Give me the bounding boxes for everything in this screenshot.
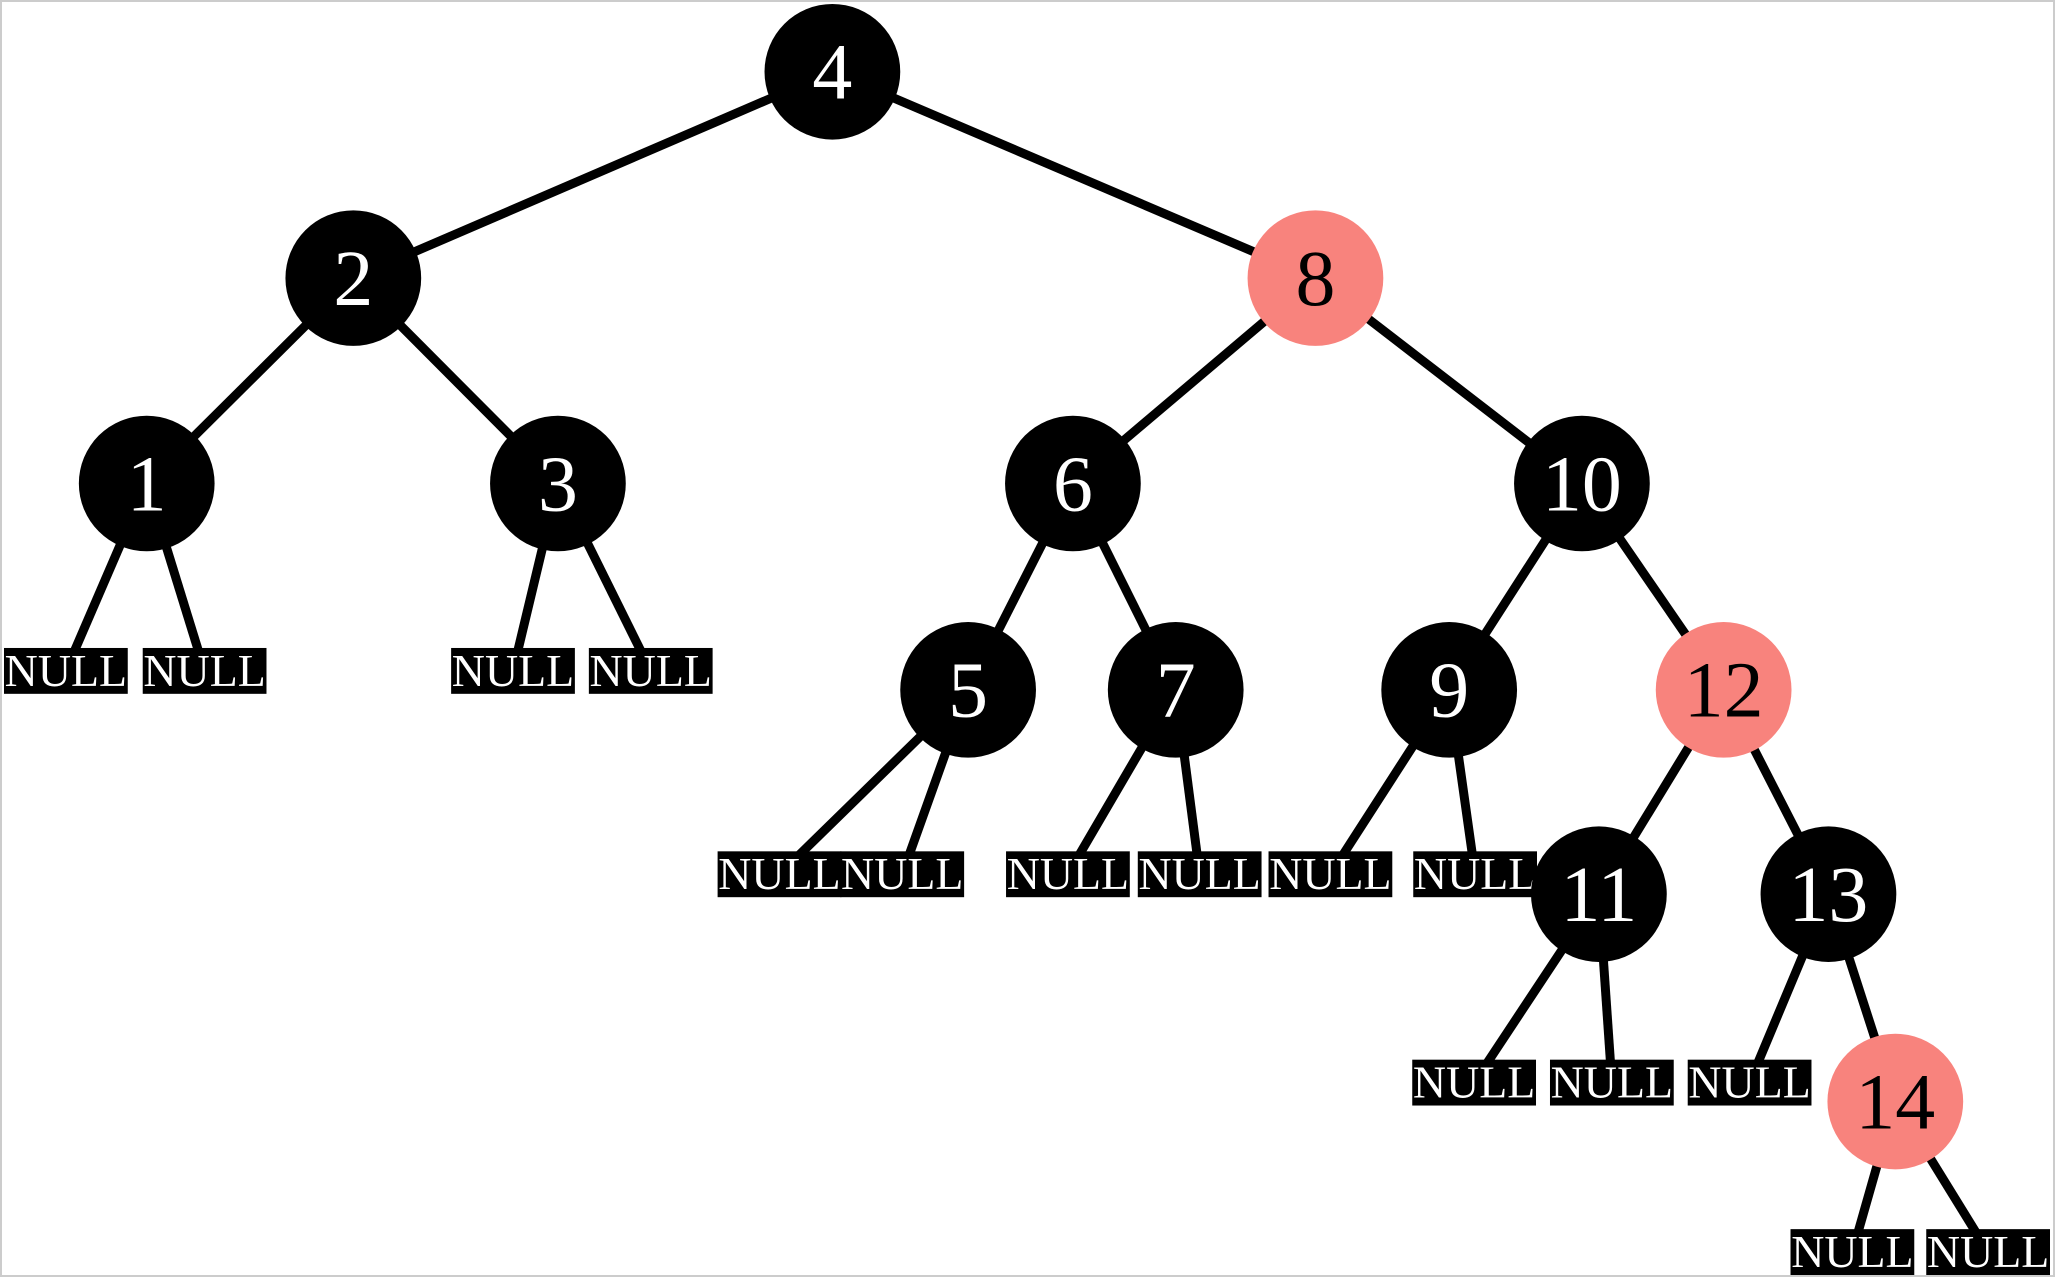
tree-node-14 <box>1827 1033 1964 1170</box>
null-label-n9L: NULL <box>1269 848 1391 899</box>
tree-node-4 <box>764 3 901 140</box>
tree-edge-4-8 <box>830 67 1318 283</box>
tree-edge-4-2 <box>351 67 835 283</box>
null-label-n5R: NULL <box>841 848 963 899</box>
null-box-n3L <box>451 647 575 694</box>
null-box-n3R <box>588 647 713 694</box>
null-box-n11R <box>1549 1059 1674 1106</box>
null-label-n3R: NULL <box>590 645 712 696</box>
null-label-n11R: NULL <box>1551 1057 1673 1108</box>
tree-node-5 <box>900 622 1036 758</box>
node-label-3: 3 <box>538 440 578 528</box>
tree-node-3 <box>490 415 626 552</box>
tree-node-13 <box>1760 826 1897 962</box>
tree-node-6 <box>1005 415 1141 552</box>
null-box-n9R <box>1413 851 1538 898</box>
null-box-n1L <box>3 647 128 694</box>
node-label-8: 8 <box>1295 235 1335 323</box>
null-box-n11L <box>1412 1059 1537 1106</box>
null-box-n7L <box>1006 851 1130 898</box>
null-box-n13L <box>1687 1059 1812 1106</box>
tree-node-10 <box>1514 415 1650 552</box>
node-label-9: 9 <box>1429 647 1469 735</box>
tree-node-12 <box>1655 622 1792 758</box>
null-box-n9L <box>1268 851 1393 898</box>
null-box-n14L <box>1790 1229 1915 1275</box>
null-label-n14R: NULL <box>1927 1226 2049 1275</box>
tree-node-7 <box>1107 622 1244 758</box>
null-label-n11L: NULL <box>1413 1057 1535 1108</box>
node-label-1: 1 <box>127 440 167 528</box>
tree-node-8 <box>1247 210 1384 346</box>
null-box-n5L <box>717 851 842 898</box>
null-box-n1R <box>142 647 267 694</box>
null-box-n14R <box>1926 1229 2051 1275</box>
tree-node-1 <box>78 415 215 552</box>
null-label-n13L: NULL <box>1688 1057 1810 1108</box>
null-label-n7L: NULL <box>1007 848 1129 899</box>
node-label-6: 6 <box>1053 440 1093 528</box>
null-label-n7R: NULL <box>1138 848 1260 899</box>
node-label-11: 11 <box>1560 851 1637 939</box>
tree-node-2 <box>285 210 422 346</box>
node-label-13: 13 <box>1789 851 1869 939</box>
null-label-n1R: NULL <box>143 645 265 696</box>
node-label-10: 10 <box>1542 440 1622 528</box>
null-box-n7R <box>1137 851 1262 898</box>
tree-node-11 <box>1531 826 1667 962</box>
node-label-2: 2 <box>333 235 373 323</box>
node-label-12: 12 <box>1684 647 1764 735</box>
tree-node-9 <box>1381 622 1518 758</box>
null-label-n9R: NULL <box>1414 848 1536 899</box>
node-label-14: 14 <box>1855 1059 1935 1147</box>
node-label-7: 7 <box>1156 647 1196 735</box>
null-label-n5L: NULL <box>718 848 840 899</box>
null-label-n1L: NULL <box>5 645 127 696</box>
null-label-n14L: NULL <box>1791 1226 1913 1275</box>
node-label-4: 4 <box>812 29 852 117</box>
null-label-n3L: NULL <box>452 645 574 696</box>
null-box-n5R <box>840 851 965 898</box>
node-label-5: 5 <box>948 647 988 735</box>
